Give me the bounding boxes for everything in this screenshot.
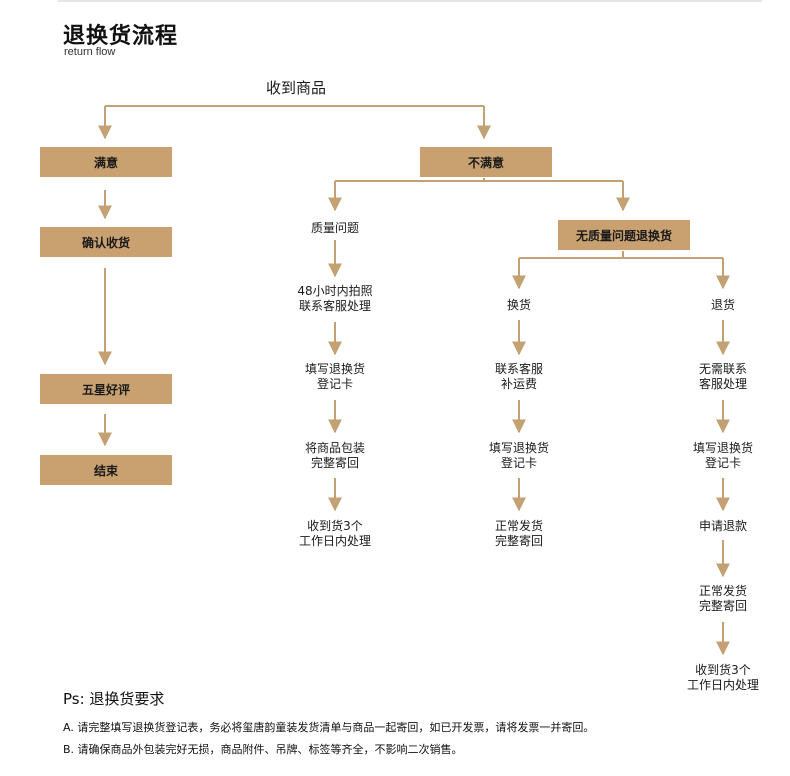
box-five-star-review: 五星好评: [40, 374, 172, 404]
node-exchange: 换货: [506, 298, 531, 312]
node-pack-return: 将商品包装 完整寄回: [304, 441, 365, 470]
top-divider: [58, 0, 762, 2]
page-title: 退换货流程: [63, 24, 179, 49]
node-exchange-fill-card: 填写退换货 登记卡: [488, 441, 549, 470]
node-refund-fill-card: 填写退换货 登记卡: [692, 441, 753, 470]
note-a: A. 请完整填写退换货登记表，务必将玺唐韵童装发货清单与商品一起寄回，如已开发票…: [63, 721, 595, 734]
node-photo-contact: 48小时内拍照 联系客服处理: [297, 284, 373, 313]
return-requirements: Ps: 退换货要求 A. 请完整填写退换货登记表，务必将玺唐韵童装发货清单与商品…: [63, 688, 594, 761]
node-quality-issue: 质量问题: [310, 221, 359, 235]
page-subtitle: return flow: [64, 46, 116, 58]
notes-heading: Ps: 退换货要求: [63, 690, 165, 708]
node-refund-processed: 收到货3个 工作日内处理: [686, 663, 759, 692]
box-confirm-receipt: 确认收货: [40, 227, 172, 257]
box-no-quality-issue: 无质量问题退换货: [558, 220, 690, 250]
node-refund-ship: 正常发货 完整寄回: [698, 584, 747, 613]
node-received-goods: 收到商品: [265, 79, 327, 97]
node-contact-shipping: 联系客服 补运费: [494, 362, 543, 391]
node-exchange-ship: 正常发货 完整寄回: [494, 519, 543, 548]
node-no-contact: 无需联系 客服处理: [698, 362, 747, 391]
node-quality-fill-card: 填写退换货 登记卡: [304, 362, 365, 391]
node-apply-refund: 申请退款: [698, 519, 747, 533]
box-end: 结束: [40, 455, 172, 485]
box-dissatisfied: 不满意: [420, 147, 552, 177]
connector-no-quality-split: [519, 251, 723, 259]
note-b: B. 请确保商品外包装完好无损，商品附件、吊牌、标签等齐全，不影响二次销售。: [63, 743, 463, 756]
box-satisfied: 满意: [40, 147, 172, 177]
node-refund: 退货: [710, 298, 735, 312]
node-quality-processed: 收到货3个 工作日内处理: [298, 519, 371, 548]
